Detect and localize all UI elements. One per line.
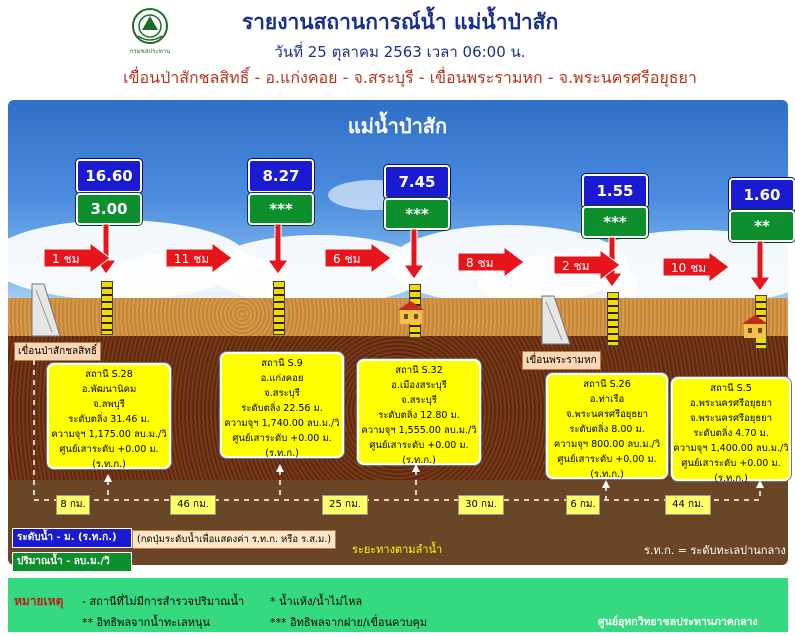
travel-time-1: 1 ชม	[52, 252, 80, 266]
station-datum: ศูนย์เสาระดับ +0.00 ม.(ร.ท.ก.)	[232, 433, 332, 459]
legend-level-button[interactable]: ระดับน้ำ - ม. (ร.ท.ก.)	[12, 528, 132, 548]
station-province: จ.พระนครศรีอยุธยา	[689, 413, 773, 424]
station-datum: ศูนย์เสาระดับ +0.00 ม.(ร.ท.ก.)	[59, 444, 159, 470]
station-province: จ.ลพบุรี	[93, 399, 125, 410]
travel-time-4: 8 ชม	[466, 256, 494, 270]
notes-title: หมายเหตุ	[14, 594, 64, 608]
station-info-s28: สถานี S.28 อ.พัฒนานิคม จ.ลพบุรี ระดับตลิ…	[47, 363, 171, 470]
distance-label-1: 8 กม.	[56, 495, 90, 515]
station-capacity: ความจุฯ 1,740.00 ลบ.ม./วิ	[224, 418, 340, 429]
station-code: สถานี S.28	[85, 369, 133, 380]
station-bank-level: ระดับตลิ่ง 12.80 ม.	[378, 410, 460, 421]
note-tide: ** อิทธิพลจากน้ำทะเลหนุน	[82, 616, 210, 629]
station-datum: ศูนย์เสาระดับ +0.00 ม.(ร.ท.ก.)	[369, 440, 469, 466]
travel-time-arrow-6: 10 ชม	[662, 251, 730, 283]
house-icon	[742, 315, 768, 338]
station-bank-level: ระดับตลิ่ง 8.00 ม.	[569, 424, 645, 435]
station-info-s26: สถานี S.26 อ.ท่าเรือ จ.พระนครศรีอยุธยา ร…	[546, 373, 668, 480]
station-district: อ.พัฒนานิคม	[81, 384, 137, 395]
station-district: อ.แก่งคอย	[260, 373, 304, 384]
rtk-definition: ร.ท.ก. = ระดับทะเลปานกลาง	[644, 544, 786, 557]
distance-label-5: 6 กม.	[566, 495, 600, 515]
station-district: อ.เมืองสระบุรี	[391, 380, 447, 391]
station-datum: ศูนย์เสาระดับ +0.00 ม.(ร.ท.ก.)	[557, 454, 657, 480]
station-info-s5: สถานี S.5 อ.พระนครศรีอยุธยา จ.พระนครศรีอ…	[671, 377, 791, 484]
station-capacity: ความจุฯ 800.00 ลบ.ม./วิ	[553, 439, 661, 450]
distance-label-4: 30 กม.	[458, 495, 504, 515]
river-bank	[8, 298, 788, 338]
route-description: เขื่อนป่าสักชลสิทธิ์ - อ.แก่งคอย - จ.สระ…	[123, 68, 697, 87]
water-level-button-3[interactable]: 7.45	[384, 165, 450, 199]
station-province: จ.สระบุรี	[264, 388, 300, 399]
station-bank-level: ระดับตลิ่ง 31.46 ม.	[68, 414, 150, 425]
station-code: สถานี S.5	[710, 383, 752, 394]
legend-toggle-note: (กดปุ่มระดับน้ำเพื่อแสดงค่า ร.ท.ก. หรือ …	[132, 530, 337, 549]
station-code: สถานี S.26	[583, 379, 631, 390]
note-no-survey: - สถานีที่ไม่มีการสำรวจปริมาณน้ำ	[82, 595, 245, 608]
station-bank-level: ระดับตลิ่ง 4.70 ม.	[693, 428, 769, 439]
travel-time-arrow-1: 1 ชม	[43, 242, 111, 274]
house-icon	[398, 301, 424, 324]
station-district: อ.พระนครศรีอยุธยา	[689, 398, 773, 409]
station-capacity: ความจุฯ 1,400.00 ลบ.ม./วิ	[673, 443, 789, 454]
station-bank-level: ระดับตลิ่ง 22.56 ม.	[241, 403, 323, 414]
report-title: รายงานสถานการณ์น้ำ แม่น้ำป่าสัก	[241, 10, 559, 34]
water-flow-value-4: ***	[582, 206, 648, 238]
note-weir: *** อิทธิพลจากฝาย/เขื่อนควบคุม	[270, 616, 428, 629]
staff-gauge-4	[607, 292, 619, 346]
travel-time-arrow-4: 8 ชม	[457, 246, 525, 278]
station-province: จ.สระบุรี	[401, 395, 437, 406]
river-name: แม่น้ำป่าสัก	[347, 114, 448, 138]
distance-label-3: 25 กม.	[322, 495, 368, 515]
dam-label-pasak: เขื่อนป่าสักชลสิทธิ์	[14, 342, 101, 361]
travel-time-5: 2 ชม	[562, 259, 590, 273]
station-info-s32: สถานี S.32 อ.เมืองสระบุรี จ.สระบุรี ระดั…	[357, 359, 481, 466]
travel-time-arrow-2: 11 ชม	[165, 242, 233, 274]
station-info-s9: สถานี S.9 อ.แก่งคอย จ.สระบุรี ระดับตลิ่ง…	[220, 352, 344, 459]
report-date: วันที่ 25 ตุลาคม 2563 เวลา 06:00 น.	[274, 43, 526, 61]
station-code: สถานี S.9	[261, 358, 303, 369]
note-dry: * น้ำแห้ง/น้ำไม่ไหล	[270, 595, 363, 608]
legend-flow-label: ปริมาณน้ำ - ลบ.ม./วิ	[12, 552, 132, 572]
travel-time-3: 6 ชม	[333, 252, 361, 266]
travel-time-arrow-5: 2 ชม	[553, 249, 621, 281]
distance-label-6: 44 กม.	[665, 495, 711, 515]
logo-caption: กรมชลประทาน	[129, 48, 171, 55]
station-capacity: ความจุฯ 1,555.00 ลบ.ม./วิ	[361, 425, 477, 436]
travel-time-arrow-3: 6 ชม	[324, 242, 392, 274]
travel-time-6: 10 ชม	[671, 261, 707, 275]
agency-logo: กรมชลประทาน	[128, 6, 172, 58]
station-capacity: ความจุฯ 1,175.00 ลบ.ม./วิ	[51, 429, 167, 440]
water-level-button-1[interactable]: 16.60	[76, 159, 142, 193]
station-province: จ.พระนครศรีอยุธยา	[565, 409, 649, 420]
dam-icon	[31, 283, 61, 337]
notes-bar	[8, 578, 788, 632]
staff-gauge-1	[101, 281, 113, 335]
ground-layer	[8, 480, 788, 565]
water-level-button-4[interactable]: 1.55	[582, 174, 648, 208]
hydrology-center: ศูนย์อุทกวิทยาชลประทานภาคกลาง	[598, 616, 758, 628]
water-flow-value-5: **	[729, 210, 795, 242]
distance-note: ระยะทางตามลำน้ำ	[352, 543, 443, 556]
station-datum: ศูนย์เสาระดับ +0.00 ม.(ร.ท.ก.)	[681, 458, 781, 484]
station-code: สถานี S.32	[395, 365, 443, 376]
staff-gauge-2	[273, 281, 285, 335]
dam-label-rama6: เขื่อนพระรามหก	[522, 351, 601, 370]
water-level-button-2[interactable]: 8.27	[248, 159, 314, 193]
distance-label-2: 46 กม.	[170, 495, 216, 515]
station-district: อ.ท่าเรือ	[589, 394, 625, 405]
water-flow-value-1: 3.00	[76, 193, 142, 225]
dam-icon	[541, 295, 571, 345]
travel-time-2: 11 ชม	[174, 252, 210, 266]
